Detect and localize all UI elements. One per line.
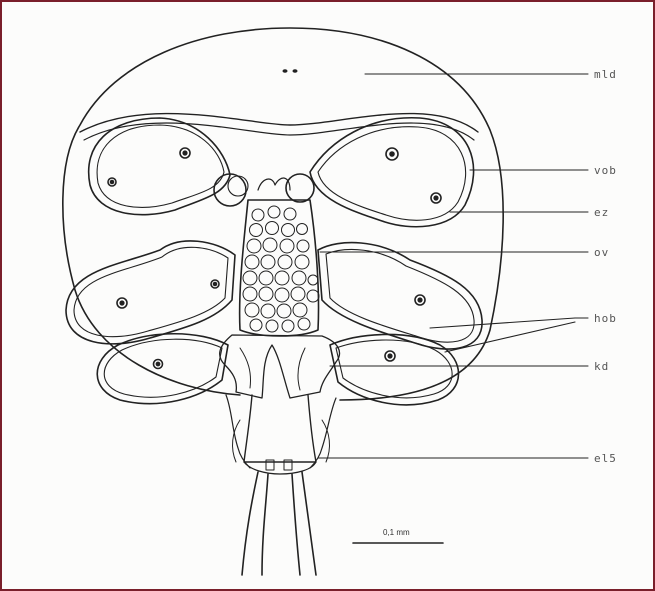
ovary: [240, 200, 319, 336]
label-kd: kd: [594, 360, 609, 373]
lobe-upper-left: [89, 118, 230, 215]
label-mld: mld: [594, 68, 617, 81]
lobe-lower-right: [330, 334, 459, 404]
eye-spot: [283, 69, 288, 73]
lobe-middle-left: [66, 241, 235, 344]
label-ez: ez: [594, 206, 609, 219]
label-vob: vob: [594, 164, 617, 177]
label-hob: hob: [594, 312, 617, 325]
furca: [242, 472, 316, 575]
label-ov: ov: [594, 246, 609, 259]
lobe-middle-right: [318, 243, 482, 349]
label-el5: el5: [594, 452, 617, 465]
lobe-upper-right: [310, 118, 474, 227]
abdomen: [226, 395, 336, 474]
kidney: [220, 335, 340, 398]
eye-spot: [293, 69, 298, 73]
scale-bar-label: 0,1 mm: [383, 528, 410, 537]
